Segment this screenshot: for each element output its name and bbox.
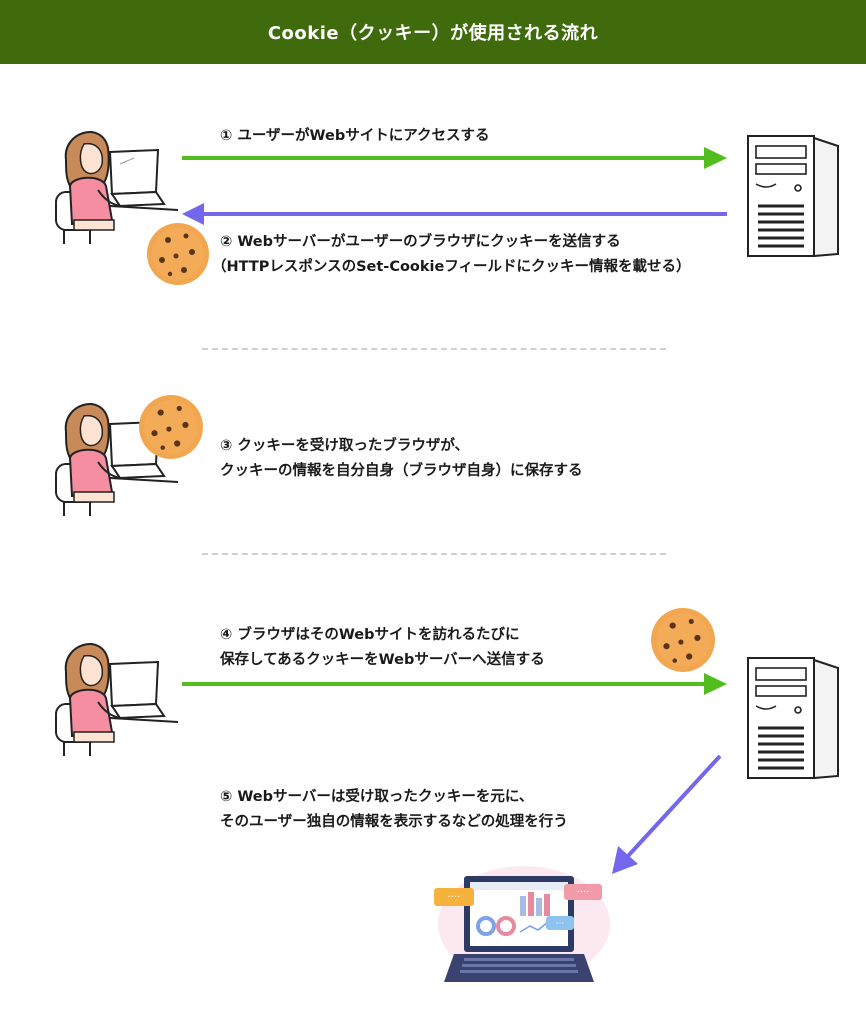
cookie-icon bbox=[146, 222, 210, 286]
server-to-display-arrow bbox=[606, 752, 724, 880]
user-illustration bbox=[50, 120, 180, 245]
step-2-text-line2: （HTTPレスポンスのSet-Cookieフィールドにクッキー情報を載せる） bbox=[212, 259, 691, 275]
server-icon bbox=[747, 654, 840, 782]
send-cookie-arrow bbox=[182, 672, 727, 696]
step-3-text-line2: クッキーの情報を自分自身（ブラウザ自身）に保存する bbox=[220, 463, 583, 479]
section-divider bbox=[202, 553, 666, 555]
response-arrow bbox=[182, 202, 727, 226]
user-illustration bbox=[50, 392, 180, 517]
server-icon bbox=[747, 132, 840, 260]
step-4-text-line1: ④ ブラウザはそのWebサイトを訪れるたびに bbox=[220, 627, 520, 643]
step-5-text-line2: そのユーザー独自の情報を表示するなどの処理を行う bbox=[220, 814, 568, 830]
cookie-icon bbox=[138, 394, 204, 460]
page-title: Cookie（クッキー）が使用される流れ bbox=[0, 0, 866, 64]
step-3-text-line1: ③ クッキーを受け取ったブラウザが、 bbox=[220, 438, 470, 454]
section-divider bbox=[202, 348, 666, 350]
step-2-text-line1: ② Webサーバーがユーザーのブラウザにクッキーを送信する bbox=[220, 234, 621, 250]
svg-text:···: ··· bbox=[556, 919, 565, 929]
request-arrow bbox=[182, 146, 727, 170]
svg-text:····: ···· bbox=[577, 887, 590, 898]
step-4-text-line2: 保存してあるクッキーをWebサーバーへ送信する bbox=[220, 652, 545, 668]
dashboard-laptop-illustration: ···· ···· ··· bbox=[424, 862, 614, 992]
svg-text:····: ···· bbox=[448, 892, 461, 903]
cookie-icon bbox=[650, 607, 716, 673]
user-illustration bbox=[50, 632, 180, 757]
step-5-text-line1: ⑤ Webサーバーは受け取ったクッキーを元に、 bbox=[220, 789, 534, 805]
step-1-text: ① ユーザーがWebサイトにアクセスする bbox=[220, 128, 490, 144]
